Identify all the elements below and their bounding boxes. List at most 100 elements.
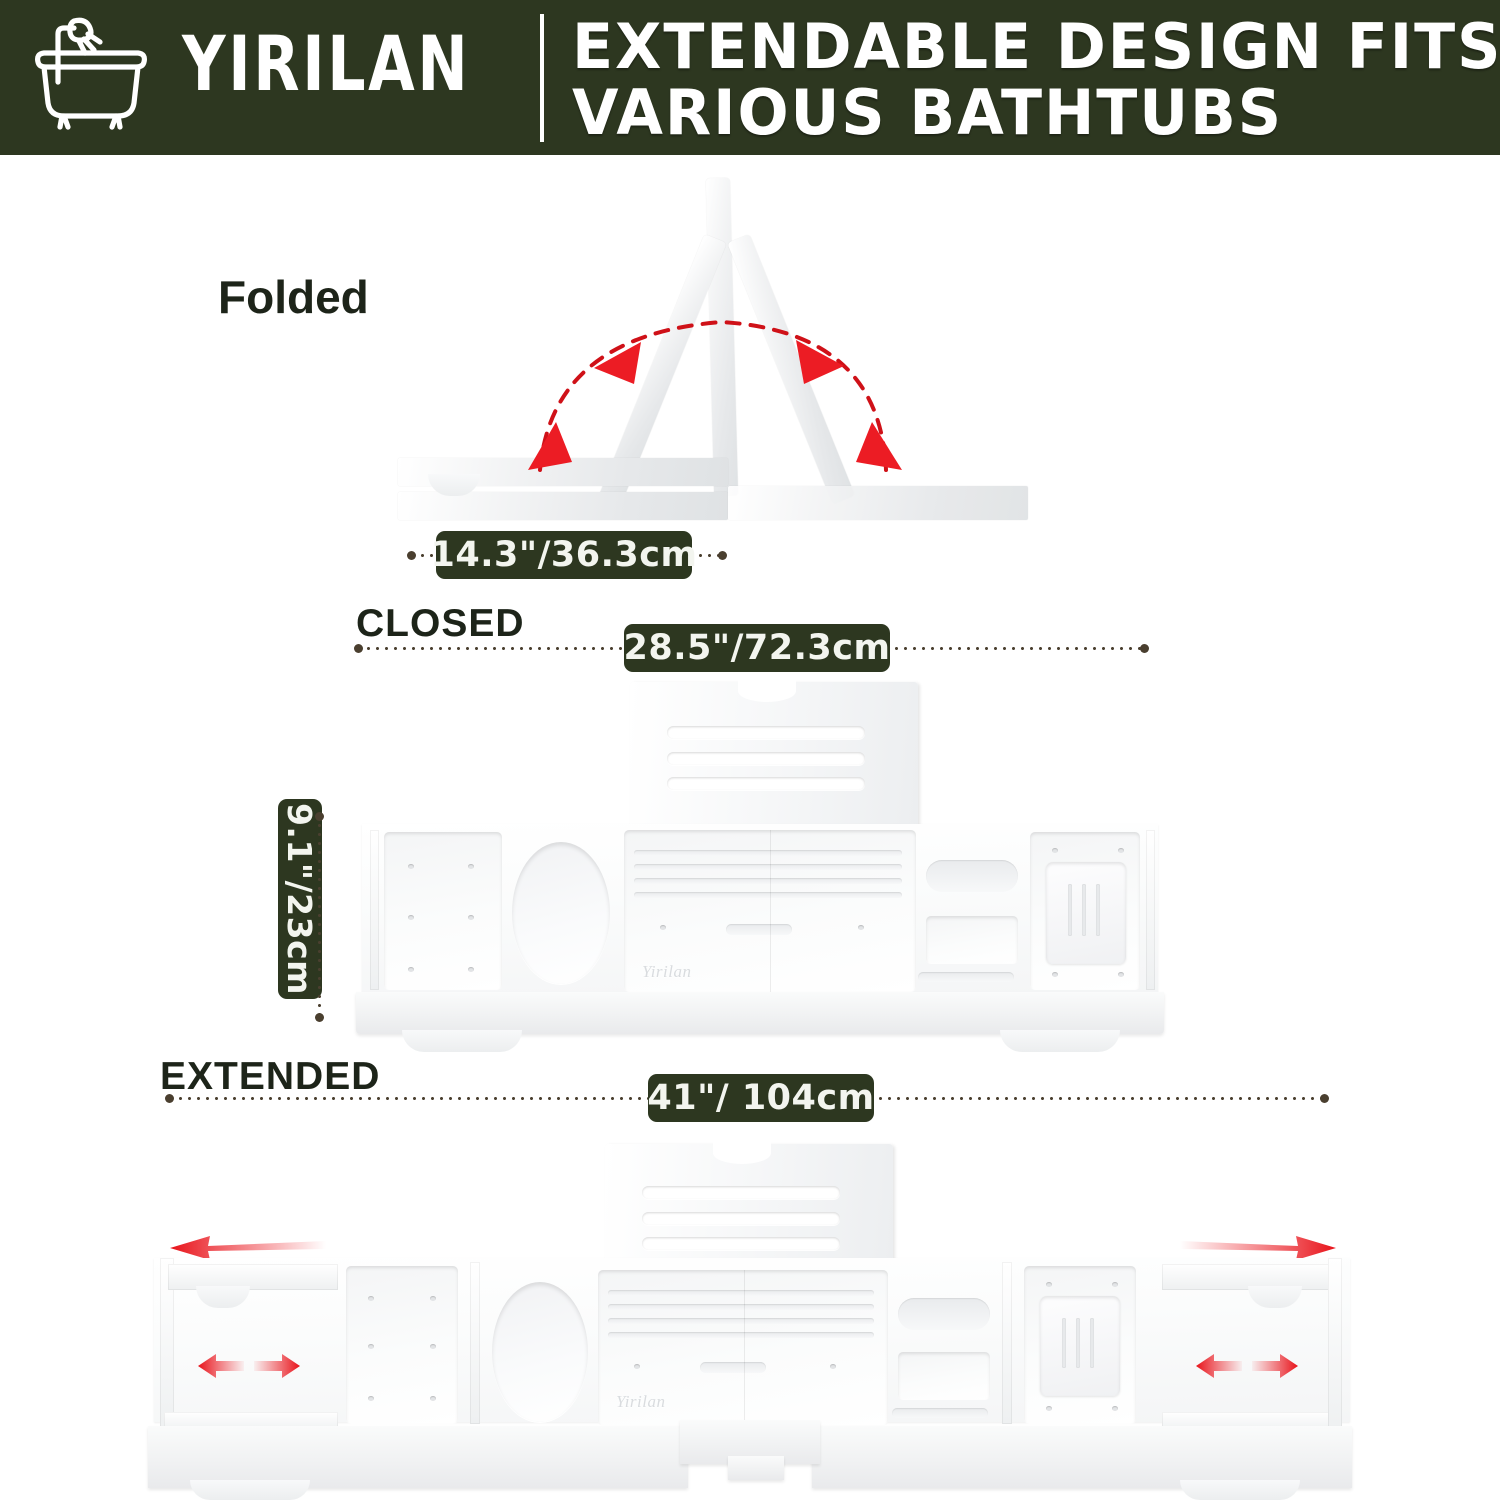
closed-depth-badge: 9.1"/23cm	[278, 799, 322, 999]
folded-dim-dot-left	[407, 551, 416, 560]
folded-base-lower-left	[398, 492, 728, 520]
soap-drain-slot	[1082, 884, 1086, 936]
center-groove	[608, 1290, 874, 1296]
screw-hole	[408, 915, 414, 920]
closed-rail-left-outer	[370, 830, 379, 990]
header-headline: EXTENDABLE DESIGN FITS VARIOUS BATHTUBS	[572, 10, 1500, 146]
closed-depth-line	[318, 821, 321, 1015]
bathtub-shower-icon	[22, 8, 162, 148]
extended-left-frame-hook	[196, 1286, 250, 1308]
closed-rail-right-outer	[1146, 830, 1155, 990]
slide-arrows-right	[1196, 1354, 1298, 1378]
screw-hole	[1052, 848, 1058, 853]
extended-right-frame-outer	[1328, 1258, 1342, 1434]
extended-right-frame-hook	[1248, 1286, 1302, 1308]
rotation-arc-arrows	[528, 319, 902, 472]
closed-dim-dot-right	[1140, 644, 1149, 653]
slide-arrows-left	[198, 1354, 300, 1378]
closed-dim-line-right	[892, 647, 1144, 650]
header-divider	[540, 14, 544, 142]
extended-stand-slot-1	[642, 1186, 840, 1199]
headline-line-1: EXTENDABLE DESIGN FITS	[572, 10, 1500, 83]
closed-phone-slot	[926, 916, 1018, 964]
center-groove	[634, 878, 902, 884]
screw-hole	[1112, 1406, 1118, 1411]
folded-base-right	[728, 486, 1028, 520]
extend-arrow-left	[170, 1236, 326, 1260]
extended-stand-slot-3	[642, 1237, 840, 1250]
extended-dim-dot-left	[165, 1094, 174, 1103]
closed-tray-front-face	[356, 992, 1164, 1034]
extended-razor-slot	[898, 1298, 990, 1330]
closed-stand-slot-3	[667, 777, 865, 790]
product-wordmark: Yirilan	[642, 962, 692, 981]
extended-mid-rail-left	[470, 1262, 480, 1424]
extended-right-frame-top	[1162, 1264, 1334, 1290]
extended-foot-right	[1180, 1480, 1300, 1500]
folded-legs-diagram	[380, 170, 1040, 530]
closed-left-tray-recess	[384, 832, 502, 990]
folded-dim-dot-right	[718, 551, 727, 560]
screw-hole	[368, 1396, 374, 1401]
folded-dim-line-left	[418, 554, 444, 557]
soap-drain-slot	[1076, 1318, 1080, 1368]
extended-left-tray-recess	[346, 1266, 458, 1424]
screw-hole	[368, 1296, 374, 1301]
folded-base-notch-left	[428, 474, 480, 496]
extended-soap-dish	[1040, 1296, 1120, 1396]
screw-hole	[430, 1396, 436, 1401]
screw-hole	[1052, 972, 1058, 977]
closed-center-platform	[624, 830, 916, 992]
closed-tray-product: Yirilan	[340, 672, 1180, 1052]
center-seam	[744, 1270, 745, 1480]
extended-pen-slot	[892, 1408, 988, 1418]
center-groove	[634, 850, 902, 856]
screw-hole	[408, 864, 414, 869]
center-groove	[608, 1318, 874, 1324]
screw-hole	[1118, 848, 1124, 853]
extended-left-frame-top	[168, 1264, 338, 1290]
screw-hole	[660, 925, 666, 930]
folded-dimension-badge: 14.3"/36.3cm	[431, 531, 697, 579]
screw-hole	[430, 1344, 436, 1349]
extended-left-frame-outer	[160, 1258, 174, 1434]
screw-hole	[830, 1364, 836, 1369]
extended-wine-glass-holder	[492, 1282, 588, 1422]
center-groove	[608, 1332, 874, 1338]
extended-center-platform	[598, 1270, 888, 1426]
closed-tray-foot-left	[402, 1030, 522, 1052]
closed-dim-line-left	[364, 647, 628, 650]
center-groove	[634, 864, 902, 870]
screw-hole	[430, 1296, 436, 1301]
extended-stand-notch	[713, 1142, 771, 1164]
extended-front-face-left	[148, 1426, 688, 1488]
extended-width-badge: 41"/ 104cm	[647, 1074, 874, 1122]
closed-depth-dot-bottom	[315, 1013, 324, 1022]
closed-stand-slot-2	[667, 752, 865, 765]
soap-drain-slot	[1090, 1318, 1094, 1368]
screw-hole	[468, 915, 474, 920]
extended-tray-product: Yirilan	[140, 1130, 1365, 1500]
soap-drain-slot	[1062, 1318, 1066, 1368]
closed-width-badge: 28.5"/72.3cm	[624, 624, 890, 672]
closed-pen-slot	[918, 972, 1014, 982]
screw-hole	[468, 967, 474, 972]
closed-depth-dot-top	[315, 812, 324, 821]
folded-label: Folded	[218, 271, 369, 323]
extended-label: EXTENDED	[160, 1055, 381, 1098]
closed-wine-glass-holder	[512, 842, 610, 984]
soap-drain-slot	[1068, 884, 1072, 936]
closed-razor-slot	[926, 860, 1018, 892]
screw-hole	[368, 1344, 374, 1349]
center-groove	[634, 892, 902, 898]
closed-dim-dot-left	[354, 644, 363, 653]
folded-dim-line-right	[696, 554, 722, 557]
extended-front-face-right	[812, 1426, 1352, 1488]
center-seam	[770, 830, 771, 1012]
extended-center-tab	[728, 1456, 784, 1480]
product-wordmark: Yirilan	[616, 1392, 666, 1411]
screw-hole	[1046, 1406, 1052, 1411]
brand-name: YIRILAN	[182, 19, 471, 108]
screw-hole	[1118, 972, 1124, 977]
closed-stand-slot-1	[667, 726, 865, 739]
